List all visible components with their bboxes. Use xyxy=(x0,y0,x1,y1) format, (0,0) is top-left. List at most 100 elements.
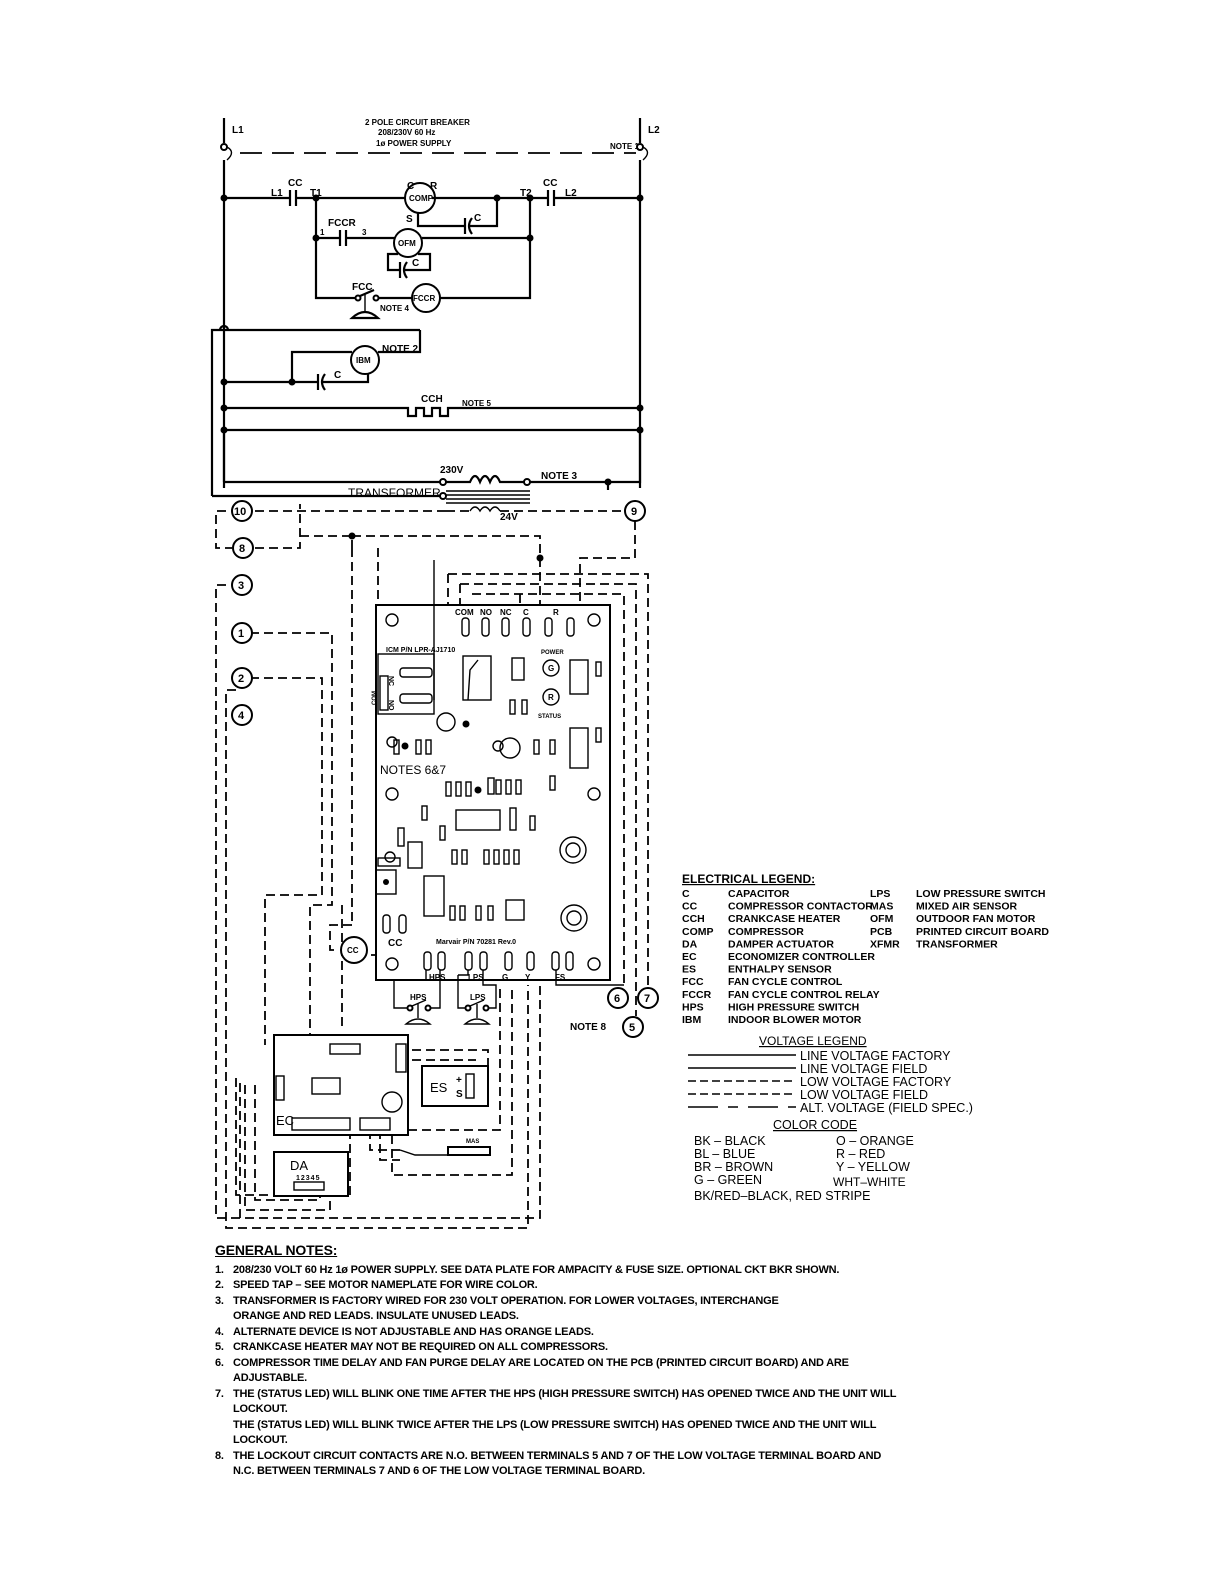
legend-abbr: MAS xyxy=(870,901,893,913)
lps-actuator xyxy=(463,1018,491,1025)
legend-abbr: EC xyxy=(682,951,697,963)
general-note-number: 7. xyxy=(215,1387,224,1400)
cc-label-left: CC xyxy=(288,178,302,189)
status-led xyxy=(542,688,560,706)
color-code-right-1: O – ORANGE xyxy=(836,1134,914,1148)
wire xyxy=(416,212,465,228)
wire xyxy=(329,924,352,951)
pcb-trim-pot xyxy=(499,737,521,759)
pcb-terminal-nc xyxy=(501,617,510,637)
cc-l2-label: L2 xyxy=(565,188,577,199)
cc-coil-terminal xyxy=(382,914,391,934)
general-note-line: 8.THE LOCKOUT CIRCUIT CONTACTS ARE N.O. … xyxy=(215,1449,915,1465)
general-notes: GENERAL NOTES: 1.208/230 VOLT 60 Hz 1ø P… xyxy=(215,1242,915,1480)
resistor xyxy=(465,781,472,797)
low-voltage-wiring: MAS xyxy=(215,504,649,1229)
resistor xyxy=(521,699,528,715)
pcb-outline xyxy=(375,604,611,981)
resistor xyxy=(475,905,482,921)
general-notes-title: GENERAL NOTES: xyxy=(215,1242,338,1258)
legend-abbr: OFM xyxy=(870,913,894,925)
wire xyxy=(244,1085,331,1211)
ibm-cap-plate-curved xyxy=(320,373,326,391)
resistor xyxy=(439,825,446,841)
wire xyxy=(225,689,529,1229)
legend-desc: HIGH PRESSURE SWITCH xyxy=(728,1001,859,1013)
time-delay-dial[interactable] xyxy=(559,836,587,864)
resistor xyxy=(503,849,510,865)
ec-terminal-block xyxy=(275,1075,285,1101)
ec-terminal-strip xyxy=(359,1117,391,1131)
general-note-number: 5. xyxy=(215,1341,224,1353)
general-note-text: THE (STATUS LED) WILL BLINK TWICE AFTER … xyxy=(233,1418,877,1447)
pcb-mount-hole xyxy=(587,787,601,801)
indoor-blower-motor xyxy=(350,345,380,375)
pcb-terminal-no xyxy=(481,617,490,637)
general-note-line: 4.ALTERNATE DEVICE IS NOT ADJUSTABLE AND… xyxy=(215,1325,915,1341)
general-note-number: 1. xyxy=(215,1263,224,1276)
note2-label: NOTE 2 xyxy=(382,344,419,355)
pcb-component xyxy=(423,875,445,917)
resistor xyxy=(529,815,536,831)
color-code-left-2: BL – BLUE xyxy=(694,1147,755,1161)
terminal-10-label: 10 xyxy=(234,506,246,518)
resistor xyxy=(493,849,500,865)
pcb-mount-hole xyxy=(385,957,399,971)
comp-s-label: S xyxy=(406,214,413,225)
breaker-label-3: 1ø POWER SUPPLY xyxy=(376,139,452,148)
pcb-mount-hole xyxy=(587,613,601,627)
junction xyxy=(288,378,296,386)
fan-purge-dial[interactable] xyxy=(560,904,588,932)
breaker-label-1: 2 POLE CIRCUIT BREAKER xyxy=(365,118,470,127)
voltage-legend-title: VOLTAGE LEGEND xyxy=(759,1034,867,1048)
terminal-4 xyxy=(231,704,253,726)
legend-desc: CAPACITOR xyxy=(728,888,790,900)
230v-label: 230V xyxy=(440,465,464,476)
t2-label: T2 xyxy=(520,188,532,199)
crankcase-heater-circuit: CCH NOTE 5 xyxy=(220,394,644,418)
resistor xyxy=(505,779,512,795)
wire xyxy=(555,970,624,986)
terminal-3-label: 3 xyxy=(238,580,244,592)
cch-label: CCH xyxy=(421,394,443,405)
lps-terminal xyxy=(464,1004,472,1012)
24v-label: 24V xyxy=(500,512,518,523)
voltage-legend-item-3: LOW VOLTAGE FACTORY xyxy=(800,1075,952,1089)
legend-abbr: PCB xyxy=(870,926,893,938)
general-note-text: COMPRESSOR TIME DELAY AND FAN PURGE DELA… xyxy=(233,1356,849,1385)
pcb-terminal-com xyxy=(461,617,470,637)
pcb-bottom-terminals: HPS LPS G Y FS xyxy=(423,951,574,982)
legend-abbr: FCCR xyxy=(682,989,712,1001)
comp-cap-plate-curved xyxy=(467,217,473,235)
general-note-number xyxy=(215,1464,233,1480)
es-plus: + xyxy=(456,1075,462,1086)
wire xyxy=(391,985,513,1176)
pcb-mount-hole xyxy=(385,787,399,801)
relay-nc-terminal xyxy=(399,667,433,678)
terminal-1-label: 1 xyxy=(238,628,244,640)
terminal-8 xyxy=(232,537,254,559)
terminal-6 xyxy=(607,987,629,1009)
wire xyxy=(250,677,323,1045)
wire xyxy=(215,584,541,1219)
mixed-air-sensor xyxy=(447,1146,491,1156)
ec-setpoint-dial[interactable] xyxy=(381,1091,403,1113)
resistor xyxy=(515,779,522,795)
relay-no-terminal xyxy=(399,693,433,704)
enthalpy-sensor xyxy=(421,1065,489,1107)
note4-label: NOTE 4 xyxy=(380,304,409,313)
color-code-extra: BK/RED–BLACK, RED STRIPE xyxy=(694,1189,870,1203)
general-note-line: 7.THE (STATUS LED) WILL BLINK ONE TIME A… xyxy=(215,1387,915,1418)
indoor-blower-circuit: NOTE 2 IBM C xyxy=(210,324,422,488)
power-led-g: G xyxy=(548,664,554,673)
ec-label: EC xyxy=(276,1113,294,1128)
fcc-label: FCC xyxy=(352,282,373,293)
resistor xyxy=(393,739,400,755)
pcb-connector xyxy=(375,869,397,895)
note8-label: NOTE 8 xyxy=(570,1022,607,1033)
status-led-r: R xyxy=(548,693,554,702)
general-note-number: 4. xyxy=(215,1325,224,1338)
wire xyxy=(448,573,649,988)
wire xyxy=(458,970,469,976)
terminal-board: 10 9 8 3 1 2 4 6 7 5 xyxy=(231,500,659,1038)
